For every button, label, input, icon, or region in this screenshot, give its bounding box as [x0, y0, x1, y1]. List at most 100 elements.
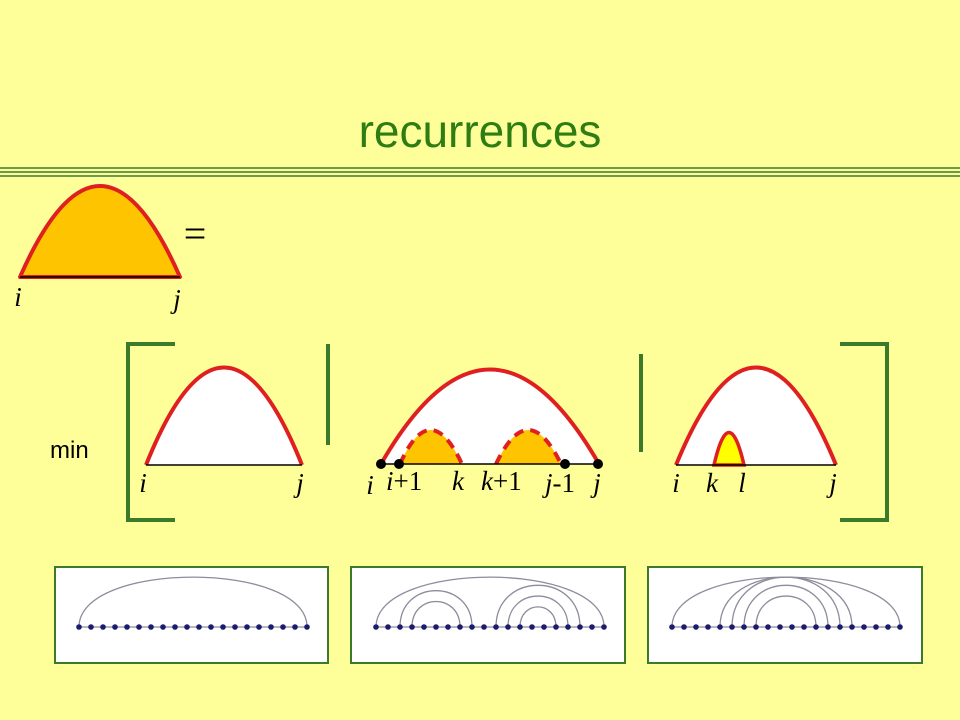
rna-nucleotide-dot	[885, 624, 891, 630]
case-2-diagram: i i+1 k k+1 j-1 j	[366, 367, 603, 500]
rna-nucleotide-dot	[837, 624, 843, 630]
case-1-diagram: i j	[139, 365, 304, 498]
rna-base-pair-arc	[78, 576, 308, 628]
rna-nucleotide-dot	[705, 624, 711, 630]
right-bracket	[840, 342, 889, 522]
rna-nucleotide-dot	[669, 624, 675, 630]
rna-nucleotide-dot	[481, 624, 487, 630]
rna-base-pair-arc	[411, 601, 461, 628]
rna-nucleotide-dot	[148, 624, 154, 630]
rna-nucleotide-dot	[505, 624, 511, 630]
rna-nucleotide-dot	[196, 624, 202, 630]
rna-nucleotide-dot	[397, 624, 403, 630]
title-underline	[0, 167, 960, 177]
rna-nucleotide-dot	[541, 624, 547, 630]
label-plus1-part: +1	[394, 466, 423, 496]
rna-nucleotide-dot	[232, 624, 238, 630]
case-2-label-k: k	[452, 466, 465, 496]
rna-nucleotide-dot	[184, 624, 190, 630]
case-2-dot-j-minus-1	[560, 459, 570, 469]
rna-nucleotide-dot	[717, 624, 723, 630]
rna-nucleotide-dot	[873, 624, 879, 630]
case-2-left-subarc	[400, 430, 462, 464]
rna-nucleotide-dot	[813, 624, 819, 630]
rna-nucleotide-dot	[565, 624, 571, 630]
rna-nucleotide-dot	[256, 624, 262, 630]
label-j-part: j	[542, 468, 553, 498]
rna-nucleotide-dot	[421, 624, 427, 630]
rna-nucleotide-dot	[589, 624, 595, 630]
rna-nucleotide-dot	[753, 624, 759, 630]
rna-nucleotide-dot	[292, 624, 298, 630]
rna-base-pair-arc	[755, 595, 817, 628]
rna-nucleotide-dot	[124, 624, 130, 630]
lhs-label-j: j	[170, 284, 181, 314]
rna-nucleotide-dot	[208, 624, 214, 630]
rna-nucleotide-dot	[385, 624, 391, 630]
rna-structure-panels	[54, 566, 923, 664]
lhs-arc	[18, 184, 182, 279]
rna-nucleotide-dot	[160, 624, 166, 630]
case-1-label-j: j	[293, 468, 304, 498]
case-2-label-i-plus-1: i+1	[386, 466, 422, 496]
rna-nucleotide-dot	[897, 624, 903, 630]
rna-nucleotide-dot	[825, 624, 831, 630]
equals-sign: =	[184, 211, 207, 256]
rna-nucleotide-dot	[433, 624, 439, 630]
rna-nucleotide-dot	[601, 624, 607, 630]
rna-nucleotide-dot	[244, 624, 250, 630]
case-2-dot-j	[593, 459, 603, 469]
rna-base-pair-arc	[507, 595, 569, 628]
rna-nucleotide-dot	[765, 624, 771, 630]
rna-nucleotide-dot	[861, 624, 867, 630]
min-label: min	[50, 437, 89, 464]
rna-nucleotide-dot	[577, 624, 583, 630]
rna-nucleotide-dot	[789, 624, 795, 630]
rna-base-pair-arc	[375, 576, 605, 628]
case-3-label-i: i	[672, 468, 680, 498]
rna-nucleotide-dot	[445, 624, 451, 630]
rna-nucleotide-dot	[304, 624, 310, 630]
rna-nucleotide-dot	[493, 624, 499, 630]
case-2-label-k-plus-1: k+1	[481, 466, 522, 496]
rna-nucleotide-dot	[220, 624, 226, 630]
case-3-outer-arc	[674, 365, 838, 466]
rna-panel-3-frame	[647, 566, 923, 664]
rna-nucleotide-dot	[172, 624, 178, 630]
rna-panel-3	[669, 576, 903, 630]
rna-panel-1	[76, 576, 310, 630]
label-plus1-part: +1	[493, 466, 522, 496]
rna-base-pair-arc	[399, 590, 473, 628]
case-3-diagram: i k l j	[672, 365, 838, 498]
slide-title: recurrences	[359, 105, 602, 157]
case-2-label-j: j	[590, 468, 601, 498]
case-2-label-j-minus-1: j-1	[542, 468, 575, 498]
rna-nucleotide-dot	[373, 624, 379, 630]
left-bracket	[126, 342, 175, 522]
label-minus1-part: -1	[553, 468, 576, 498]
case-2-label-i: i	[366, 470, 374, 500]
rna-nucleotide-dot	[801, 624, 807, 630]
rna-base-pair-arc	[519, 606, 557, 628]
lhs-label-i: i	[14, 282, 22, 312]
rna-panel-2	[373, 576, 607, 630]
rna-panel-2-frame	[350, 566, 626, 664]
rna-nucleotide-dot	[729, 624, 735, 630]
case-3-inner-arc	[711, 430, 747, 467]
rna-nucleotide-dot	[409, 624, 415, 630]
rna-base-pair-arc	[495, 584, 581, 628]
rna-nucleotide-dot	[76, 624, 82, 630]
rna-nucleotide-dot	[88, 624, 94, 630]
rna-nucleotide-dot	[112, 624, 118, 630]
case-3-label-j: j	[826, 468, 837, 498]
case-1-label-i: i	[139, 468, 147, 498]
rna-nucleotide-dot	[268, 624, 274, 630]
label-k-part: k	[481, 466, 494, 496]
rna-base-pair-arc	[731, 576, 841, 628]
rna-nucleotide-dot	[777, 624, 783, 630]
label-i-part: i	[386, 466, 394, 496]
lhs-arc-diagram: i j	[14, 184, 182, 314]
case-3-label-k: k	[706, 468, 719, 498]
rna-nucleotide-dot	[136, 624, 142, 630]
